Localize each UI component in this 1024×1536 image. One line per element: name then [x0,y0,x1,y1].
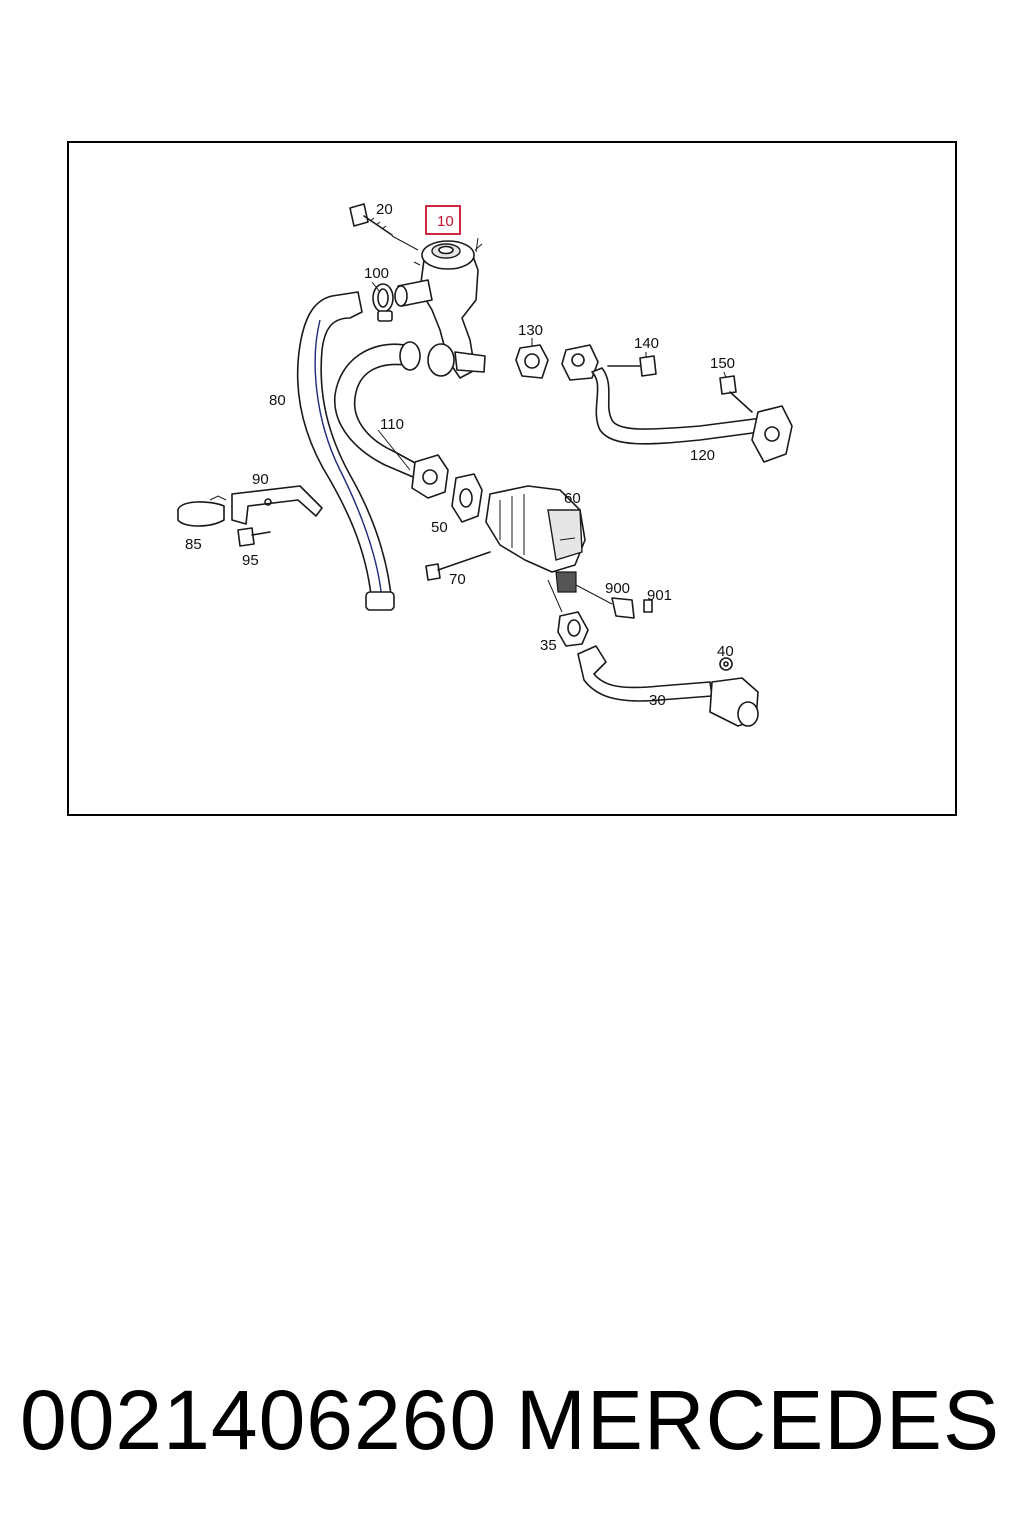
pipe-120 [561,344,793,463]
label-30: 30 [649,692,666,709]
label-901: 901 [647,587,672,604]
hose-80 [296,291,395,611]
highlight-box [425,205,461,235]
label-20: 20 [376,201,393,218]
label-50: 50 [431,519,448,536]
bracket-90 [231,485,323,525]
bolt-70 [425,551,491,581]
label-90: 90 [252,471,269,488]
pipe-30 [577,645,759,727]
valve-body-60 [485,485,586,593]
label-70: 70 [449,571,466,588]
bolt-150 [719,375,753,413]
pipe-110 [334,341,449,499]
label-100: 100 [364,265,389,282]
plug-901 [643,599,653,613]
bolt-20 [349,203,393,236]
label-60: 60 [564,490,581,507]
valve-10 [394,237,486,379]
caption: 0021406260 MERCEDES [0,1370,1024,1470]
label-95: 95 [242,552,259,569]
label-120: 120 [690,447,715,464]
clamp-100 [372,283,394,322]
leader-lines [371,235,727,471]
nut-40 [719,657,733,671]
label-80: 80 [269,392,286,409]
clamp-85 [177,495,227,527]
part-number: 0021406260 [20,1373,498,1467]
label-150: 150 [710,355,735,372]
connector-900 [575,584,635,619]
bolt-95 [237,527,271,547]
label-900: 900 [605,580,630,597]
label-85: 85 [185,536,202,553]
fitting-35 [547,579,589,647]
label-10: 10 [437,213,454,230]
diagram-frame [67,141,957,816]
label-35: 35 [540,637,557,654]
label-130: 130 [518,322,543,339]
bolt-140 [607,355,657,377]
label-140: 140 [634,335,659,352]
label-110: 110 [380,416,404,433]
gasket-50 [451,473,483,523]
label-40: 40 [717,643,734,660]
brand-name: MERCEDES [515,1373,1000,1467]
gasket-130 [515,344,549,379]
